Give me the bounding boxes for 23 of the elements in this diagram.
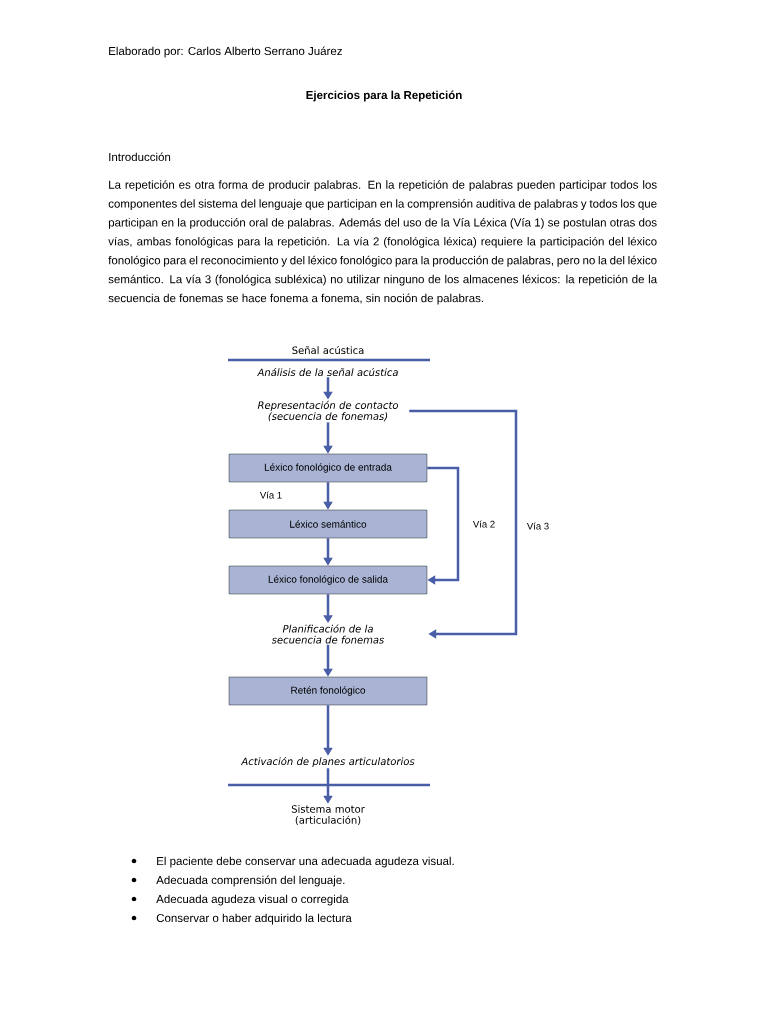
edge-label: Vía 1 [258, 490, 284, 500]
header-text: Elaborado por: Carlos Alberto Serrano Juárez [109, 46, 342, 58]
process-box: Léxico fonológico de entrada [228, 453, 428, 483]
stage-label: Planificación de la secuencia de fonemas [271, 624, 385, 644]
stage-label: Activación de planes articulatorios [240, 756, 415, 768]
bullet-item: Adecuada agudeza visual o corregida [131, 894, 349, 906]
edge-label: Vía 2 [471, 519, 497, 529]
process-box: Léxico fonológico de salida [228, 565, 428, 595]
arrow [409, 409, 518, 639]
bullet-item: Conservar o haber adquirido la lectura [131, 913, 352, 925]
bullet-item: El paciente debe conservar una adecuada agudeza visual. [131, 856, 454, 868]
stage-label: Análisis de la señal acústica [257, 367, 398, 377]
paragraph: La repetición es otra forma de producir palabras. En la repetición de palabras pueden participar todos los componentes del sistema del lenguaje que participan en la comprensión auditiva de palabras y todos los que participan en la producción oral de palabras. Además del uso de la Vía Léxica (Vía 1) se postulan otras dos vías, ambas fonológicas para la repetición. La vía 2 (fonológica léxica) requiere la participación del léxico fonológico para el reconocimiento y del léxico fonológico para la producción de palabras, pero no la del léxico semántico. La vía 3 (fonológica subléxica) no utilizar ninguno de los almacenes léxicos: la repetición de la secuencia de fonemas se hace fonema a fonema, sin noción de palabras. [108, 180, 658, 305]
arrow [427, 466, 460, 585]
edge-label: Vía 3 [525, 521, 551, 531]
bullet-item: Adecuada comprensión del lenguaje. [131, 875, 345, 887]
stage-label: Representación de contacto (secuencia de fonemas) [257, 400, 398, 422]
stage-label: Sistema motor (articulación) [291, 805, 365, 825]
process-box: Léxico semántico [228, 509, 428, 539]
title: Ejercicios para la Repetición [306, 90, 462, 102]
section-heading: Introducción [109, 152, 171, 162]
process-box: Retén fonológico [228, 676, 428, 706]
stage-label: Señal acústica [292, 345, 364, 355]
